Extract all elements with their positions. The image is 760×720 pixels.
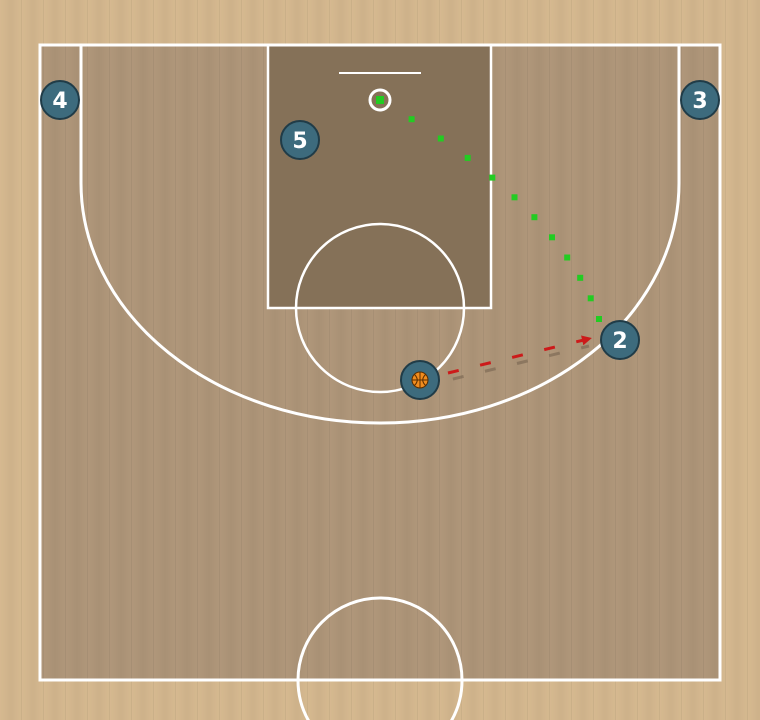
cut-dot <box>564 254 571 261</box>
player-5-label: 5 <box>292 129 307 154</box>
free-throw-circle <box>294 222 466 394</box>
basket-rim <box>368 88 392 112</box>
basketball-icon <box>411 371 429 389</box>
cut-dot <box>511 194 518 201</box>
cut-dot <box>489 174 496 181</box>
cut-path <box>376 96 602 322</box>
center-circle-lower-right <box>450 679 464 720</box>
cut-dot <box>531 214 538 221</box>
player-2[interactable]: 2 <box>600 320 640 360</box>
cut-dot <box>587 295 594 302</box>
pass-arrow <box>447 335 592 375</box>
cut-dot <box>437 135 444 142</box>
three-point-line <box>79 45 681 425</box>
player-4-label: 4 <box>52 89 67 114</box>
pass-arrow-shadow <box>448 344 590 382</box>
cut-dot <box>596 316 602 322</box>
cut-dot <box>577 274 584 281</box>
player-2-label: 2 <box>612 329 627 354</box>
player-4[interactable]: 4 <box>40 80 80 120</box>
paint-area <box>268 45 491 308</box>
player-5[interactable]: 5 <box>280 120 320 160</box>
cut-dot <box>464 154 471 161</box>
center-circle <box>296 596 464 681</box>
player-3-label: 3 <box>692 89 707 114</box>
player-1-ball-handler[interactable] <box>400 360 440 400</box>
cut-dot <box>408 116 415 123</box>
cut-dot <box>376 96 384 104</box>
center-circle-lower <box>296 679 310 720</box>
player-3[interactable]: 3 <box>680 80 720 120</box>
cut-dot <box>549 234 555 241</box>
